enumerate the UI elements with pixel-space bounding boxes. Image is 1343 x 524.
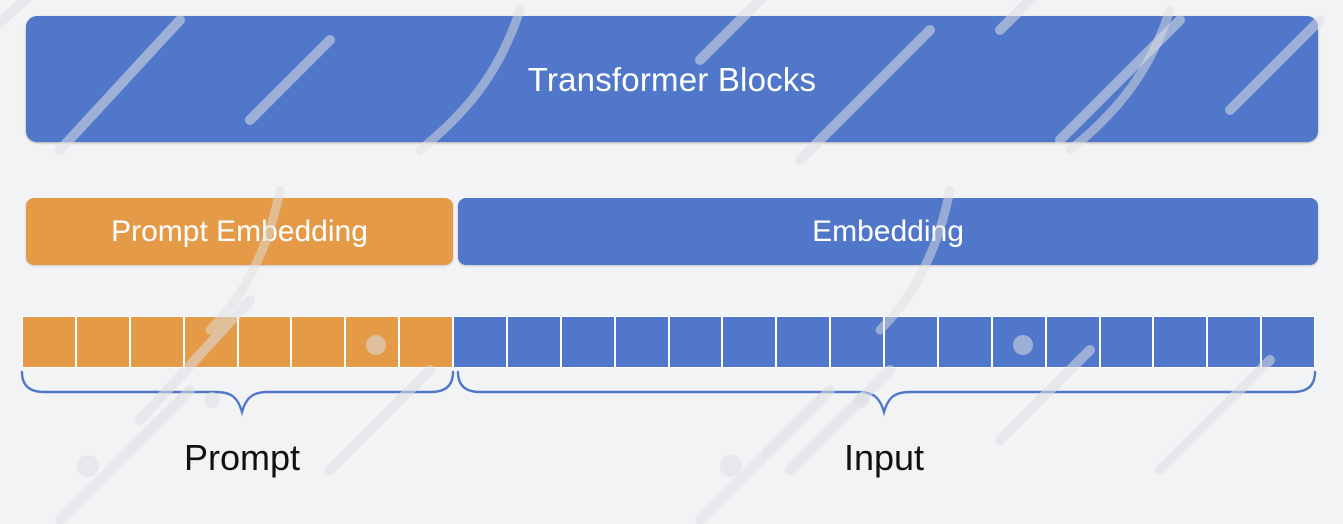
token-cell-input xyxy=(1045,316,1100,368)
token-cell-input xyxy=(1207,316,1262,368)
token-cell-prompt xyxy=(237,316,292,368)
transformer-blocks-box: Transformer Blocks xyxy=(26,16,1318,142)
token-cell-prompt xyxy=(129,316,184,368)
token-cell-input xyxy=(614,316,669,368)
token-cell-input xyxy=(453,316,507,368)
token-cell-input xyxy=(937,316,992,368)
prompt-brace-icon xyxy=(20,370,455,417)
token-cell-input xyxy=(560,316,615,368)
token-cell-input xyxy=(884,316,938,368)
prompt-embedding-box: Prompt Embedding xyxy=(26,198,453,265)
token-cell-input xyxy=(991,316,1046,368)
token-cell-input xyxy=(668,316,723,368)
token-strip xyxy=(22,316,1315,368)
brace-layer xyxy=(20,370,1317,417)
prompt-embedding-label: Prompt Embedding xyxy=(111,214,368,248)
token-cell-input xyxy=(506,316,561,368)
token-cell-prompt xyxy=(22,316,76,368)
token-cell-prompt xyxy=(291,316,346,368)
embedding-label: Embedding xyxy=(812,214,964,248)
token-cell-prompt xyxy=(399,316,453,368)
bottom-labels: Prompt Input xyxy=(0,440,1343,510)
token-cell-prompt xyxy=(75,316,130,368)
token-cell-prompt xyxy=(345,316,400,368)
embedding-row: Prompt Embedding Embedding xyxy=(26,198,1318,265)
token-cell-input xyxy=(776,316,831,368)
token-cell-prompt xyxy=(183,316,238,368)
token-cell-input xyxy=(830,316,884,368)
input-brace-label: Input xyxy=(843,437,925,478)
token-cell-input xyxy=(1153,316,1208,368)
token-cell-input xyxy=(1099,316,1154,368)
token-cell-input xyxy=(1261,316,1315,368)
prompt-brace-label: Prompt xyxy=(183,437,301,478)
transformer-blocks-label: Transformer Blocks xyxy=(527,60,817,98)
input-brace-icon xyxy=(456,370,1317,417)
embedding-box: Embedding xyxy=(458,198,1318,265)
token-cell-input xyxy=(722,316,777,368)
